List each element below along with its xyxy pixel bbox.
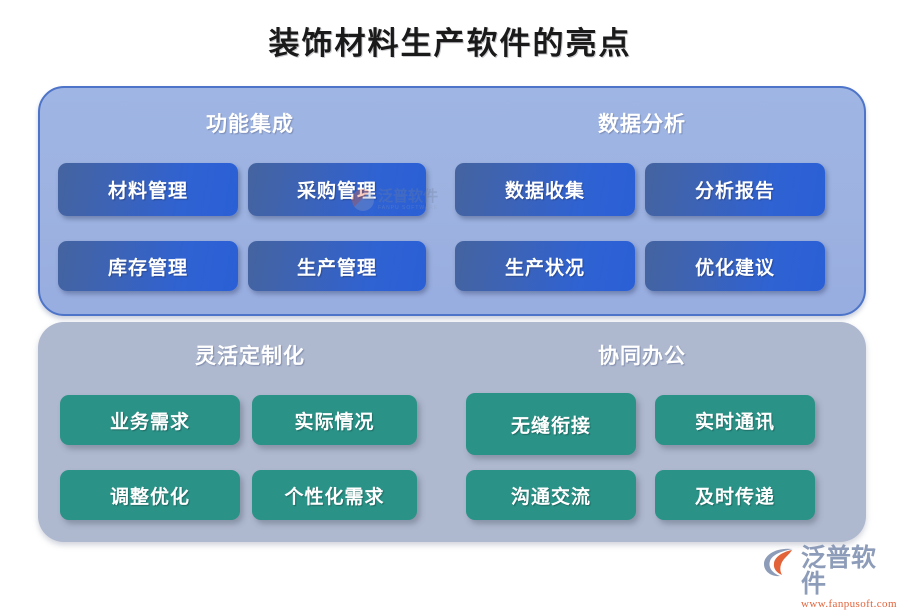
brand-name: 泛普软件 [801, 544, 877, 598]
item-realtime-communication[interactable]: 实时通讯 [655, 395, 815, 445]
item-business-requirement[interactable]: 业务需求 [60, 395, 240, 445]
item-personalized-requirement[interactable]: 个性化需求 [252, 470, 417, 520]
item-analysis-report[interactable]: 分析报告 [645, 163, 825, 216]
item-optimization-suggestion[interactable]: 优化建议 [645, 241, 825, 291]
item-production-status[interactable]: 生产状况 [455, 241, 635, 291]
item-purchase-management[interactable]: 采购管理 [248, 163, 426, 216]
item-inventory-management[interactable]: 库存管理 [58, 241, 238, 291]
item-production-management[interactable]: 生产管理 [248, 241, 426, 291]
item-material-management[interactable]: 材料管理 [58, 163, 238, 216]
item-actual-situation[interactable]: 实际情况 [252, 395, 417, 445]
group-heading-function-integration: 功能集成 [206, 112, 294, 136]
page-title: 装饰材料生产软件的亮点 [268, 26, 632, 61]
group-heading-flexible-customization: 灵活定制化 [195, 344, 305, 368]
group-heading-collaborative-office: 协同办公 [598, 344, 686, 368]
item-adjustment-optimization[interactable]: 调整优化 [60, 470, 240, 520]
item-seamless-connection[interactable]: 无缝衔接 [466, 393, 636, 455]
group-heading-data-analysis: 数据分析 [598, 112, 686, 136]
item-communication-exchange[interactable]: 沟通交流 [466, 470, 636, 520]
brand-logo: 泛普软件 www.fanpusoft.com [762, 545, 900, 610]
item-timely-delivery[interactable]: 及时传递 [655, 470, 815, 520]
brand-text: 泛普软件 www.fanpusoft.com [801, 545, 900, 610]
item-data-collection[interactable]: 数据收集 [455, 163, 635, 216]
brand-swoosh-icon [762, 546, 796, 578]
